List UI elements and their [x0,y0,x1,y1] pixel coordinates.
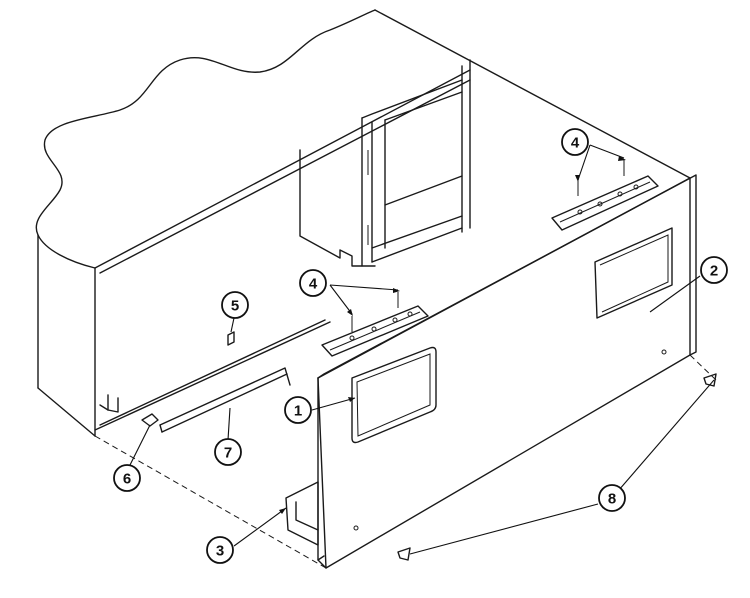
callout-7: 7 [214,438,242,466]
hinge-top-right [551,160,659,231]
svg-text:4: 4 [309,276,318,293]
svg-text:5: 5 [231,298,239,315]
callout-4-top: 4 [561,128,589,156]
callout-4-center: 4 [299,269,327,297]
screw-part-5 [227,331,235,346]
front-panel [317,174,697,569]
svg-text:3: 3 [216,543,224,560]
callout-6: 6 [113,464,141,492]
callout-1: 1 [284,396,312,424]
svg-text:7: 7 [224,445,232,462]
svg-text:2: 2 [710,263,718,280]
svg-text:8: 8 [608,491,616,508]
callout-8: 8 [598,484,626,512]
callout-3: 3 [206,536,234,564]
svg-text:4: 4 [571,135,580,152]
bracket-part-3 [285,481,319,546]
callout-5: 5 [221,291,249,319]
svg-text:6: 6 [123,471,131,488]
leader-lines [129,144,715,555]
clip-part-6 [141,413,159,427]
assembly-line-right [689,354,717,381]
callout-2: 2 [700,256,728,284]
screws-part-8 [397,373,717,561]
rod-part-7 [159,367,291,433]
cabinet-body [35,9,691,437]
hinge-center [321,292,429,357]
svg-text:1: 1 [294,403,302,420]
